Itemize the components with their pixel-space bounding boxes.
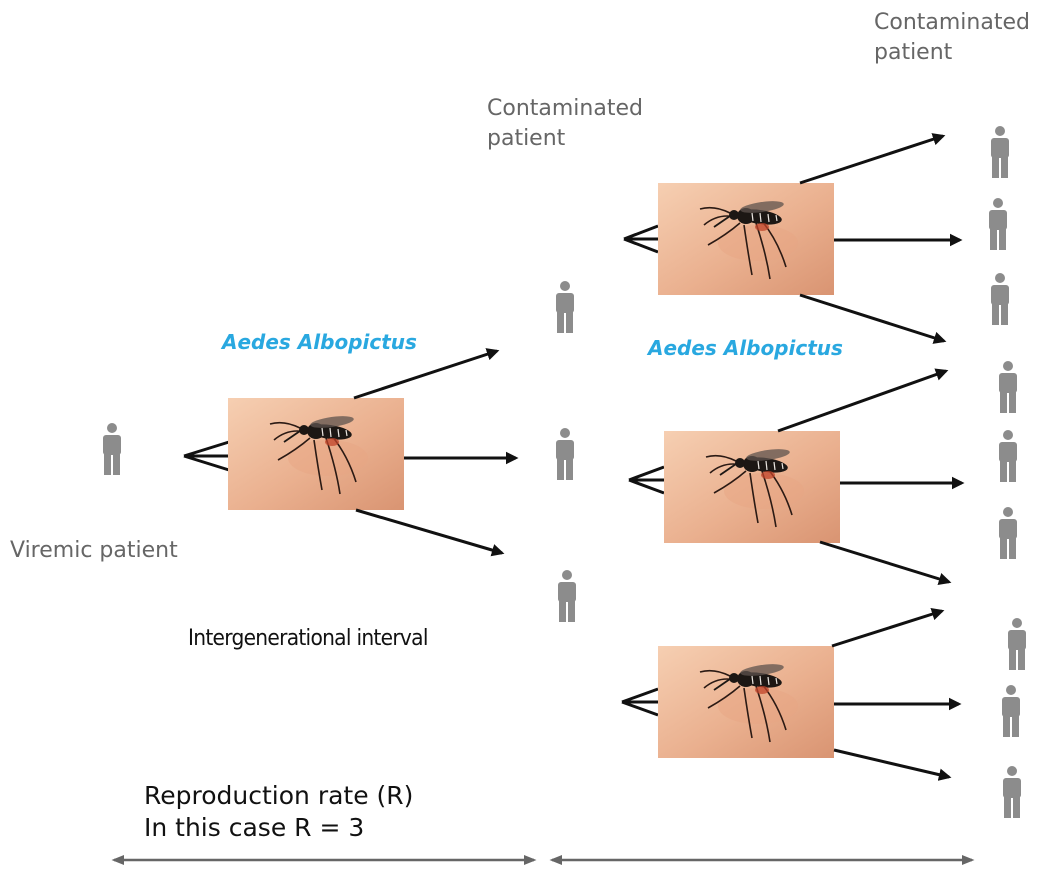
mosquito-photo-gen2-mid <box>664 431 840 543</box>
mosquito-photo-gen2-bottom <box>658 646 834 758</box>
reproduction-rate-label: Reproduction rate (R) <box>144 780 413 812</box>
contaminated-person-icon <box>991 273 1009 325</box>
contaminated-person-icon <box>1008 618 1026 670</box>
contaminated-person-icon <box>989 198 1007 250</box>
contaminated-patient-label: Contaminated patient <box>487 94 643 154</box>
viremic-person-icon <box>103 423 121 475</box>
contaminated-person-icon <box>558 570 576 622</box>
contaminated-patient-label: Contaminated patient <box>874 8 1030 68</box>
fork-gen2-mid <box>629 467 664 493</box>
fork-gen2-top <box>624 226 658 252</box>
contaminated-person-icon <box>556 428 574 480</box>
fork-gen1 <box>184 442 229 470</box>
species-label: Aedes Albopictus <box>648 336 843 360</box>
intergenerational-interval-label: Intergenerational interval <box>188 626 428 651</box>
mosquito-photo-gen2-top <box>658 183 834 295</box>
contaminated-person-icon <box>999 430 1017 482</box>
contaminated-person-icon <box>1002 685 1020 737</box>
contaminated-person-icon <box>999 507 1017 559</box>
contaminated-person-icon <box>556 281 574 333</box>
contaminated-person-icon <box>1003 766 1021 818</box>
reproduction-value-label: In this case R = 3 <box>144 812 364 844</box>
contaminated-person-icon <box>991 126 1009 178</box>
species-label: Aedes Albopictus <box>222 330 417 354</box>
contaminated-person-icon <box>999 361 1017 413</box>
mosquito-photo-gen1 <box>228 398 404 510</box>
viremic-patient-label: Viremic patient <box>10 536 178 566</box>
fork-gen2-bottom <box>622 689 658 715</box>
